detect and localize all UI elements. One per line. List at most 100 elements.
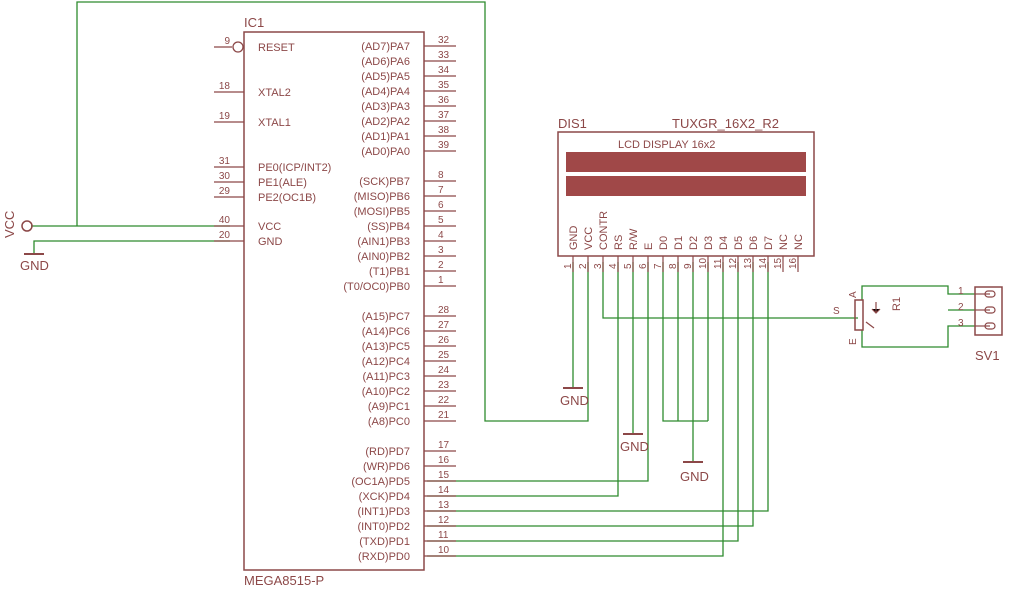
dis1-name: DIS1 — [558, 116, 587, 131]
dis1-pin-number: 15 — [773, 257, 784, 269]
ic1-pin-name: (MISO)PB6 — [354, 191, 410, 203]
ic1-pin-number: 20 — [219, 230, 231, 241]
ic1-pin-number: 35 — [438, 80, 450, 91]
r1-name: R1 — [891, 297, 903, 311]
ic1-pin-number: 10 — [438, 545, 450, 556]
ic1-pin-name: GND — [258, 236, 283, 248]
r1: R1 A E S — [833, 291, 903, 345]
ic1-pin-name: (AD3)PA3 — [361, 101, 410, 113]
dis1-pin-number: 4 — [608, 263, 619, 269]
ic1-name: IC1 — [244, 15, 264, 30]
dis1-pin-number: 11 — [713, 258, 724, 269]
dis1-pin-name: RS — [613, 235, 625, 250]
ic1-pin-name: (MOSI)PB5 — [354, 206, 410, 218]
sv1-pin-number: 3 — [958, 318, 964, 329]
sv1: SV1 123 — [958, 286, 1003, 363]
sv1-name: SV1 — [975, 348, 1000, 363]
ic1-pin-name: (A10)PC2 — [362, 386, 410, 398]
ic1-pin-number: 24 — [438, 365, 450, 376]
ic1-pin-number: 16 — [438, 455, 450, 466]
sv1-pin-icon — [984, 290, 996, 298]
lcd-row-2 — [566, 176, 806, 196]
r1-pin-a: A — [848, 291, 859, 298]
lcd-screen-label: LCD DISPLAY 16x2 — [618, 139, 715, 151]
dis1-pin-number: 2 — [578, 263, 589, 269]
ic1-pin-number: 36 — [438, 95, 450, 106]
ic1-pin-number: 1 — [438, 275, 444, 286]
dis1-pin-name: E — [643, 243, 655, 250]
ic1-pin-name: (OC1A)PD5 — [351, 476, 410, 488]
gnd-label: GND — [560, 393, 589, 408]
wire-pot-a — [861, 285, 975, 300]
dis1-pin-number: 12 — [728, 257, 739, 269]
ic1-pin-number: 32 — [438, 35, 450, 46]
gnd-label: GND — [680, 469, 709, 484]
dis1-pin-number: 7 — [653, 263, 664, 269]
ic1-pin-name: (A14)PC6 — [362, 326, 410, 338]
ic1-pin-name: (AD5)PA5 — [361, 71, 410, 83]
ic1-left-pins: 9RESET18XTAL219XTAL131PE0(ICP/INT2)30PE1… — [214, 36, 331, 248]
wire-pot-e — [861, 325, 975, 348]
wire-d6 — [427, 262, 754, 527]
ic1-pin-number: 4 — [438, 230, 444, 241]
vcc-label: VCC — [2, 211, 17, 238]
ic1-pin-name: VCC — [258, 221, 281, 233]
ic1-pin-number: 3 — [438, 245, 444, 256]
ic1-pin-name: (SCK)PB7 — [359, 176, 410, 188]
r1-pin-s: S — [833, 306, 840, 317]
wire-d0-d3 — [662, 262, 708, 422]
ic1-pin-name: (TXD)PD1 — [359, 536, 410, 548]
ic1-pin-number: 8 — [438, 170, 444, 181]
sv1-pin-number: 1 — [958, 286, 964, 297]
ic1-pin-name: (AIN0)PB2 — [357, 251, 410, 263]
dis1-pin-number: 8 — [668, 263, 679, 269]
wires — [31, 1, 975, 557]
dis1-pin-name: NC — [793, 234, 805, 250]
ic1-pin-number: 11 — [438, 530, 449, 541]
dis1-pin-number: 13 — [743, 257, 754, 269]
ic1-pin-name: XTAL1 — [258, 117, 291, 129]
vcc-circle-icon — [21, 220, 33, 232]
ic1-pin-number: 12 — [438, 515, 450, 526]
dis1-pin-number: 5 — [623, 263, 634, 269]
wire-d4 — [427, 262, 724, 557]
wire-e — [427, 262, 649, 482]
ic1-pin-name: (INT0)PD2 — [357, 521, 410, 533]
ic1-pin-number: 22 — [438, 395, 450, 406]
ic1-pin-number: 7 — [438, 185, 444, 196]
ic1-pin-name: (AD4)PA4 — [361, 86, 410, 98]
dis1-pin-number: 1 — [563, 263, 574, 269]
ic1-pin-name: (T0/OC0)PB0 — [343, 281, 410, 293]
dis1-pin-number: 9 — [683, 263, 694, 269]
dis1-pin-number: 10 — [698, 257, 709, 269]
ic1-pin-name: (AIN1)PB3 — [357, 236, 410, 248]
ic1-pin-number: 21 — [438, 410, 450, 421]
dis1-pin-name: D0 — [658, 236, 670, 250]
dis1-pin-name: D6 — [748, 236, 760, 250]
ic1-pin-number: 28 — [438, 305, 450, 316]
dis1-pin-name: D4 — [718, 236, 730, 250]
inversion-bubble-icon — [232, 41, 244, 53]
ic1-pin-number: 17 — [438, 440, 450, 451]
vcc-symbol: VCC — [2, 211, 33, 238]
sv1-body — [974, 286, 1003, 336]
ic1-pin-number: 13 — [438, 500, 450, 511]
dis1-pin-name: R/W — [628, 228, 640, 250]
ic1-pin-number: 39 — [438, 140, 450, 151]
ic1-pin-number: 26 — [438, 335, 450, 346]
dis1-pin-name: CONTR — [598, 211, 610, 250]
ic1-pin-number: 23 — [438, 380, 450, 391]
ic1-pin-number: 40 — [219, 215, 231, 226]
ic1-pin-number: 30 — [219, 171, 231, 182]
ic1-pin-number: 34 — [438, 65, 450, 76]
ic1-pin-number: 15 — [438, 470, 450, 481]
dis1-pins: GND1VCC2CONTR3RS4R/W5E6D07D18D29D310D411… — [563, 211, 805, 272]
wire-rs — [427, 262, 619, 497]
dis1-value: TUXGR_16X2_R2 — [672, 116, 779, 131]
sv1-pin-icon — [984, 306, 996, 314]
ic1-pin-name: XTAL2 — [258, 87, 291, 99]
wire-d5 — [427, 262, 739, 542]
ic1-pin-number: 18 — [219, 81, 231, 92]
ic1-pin-number: 33 — [438, 50, 450, 61]
